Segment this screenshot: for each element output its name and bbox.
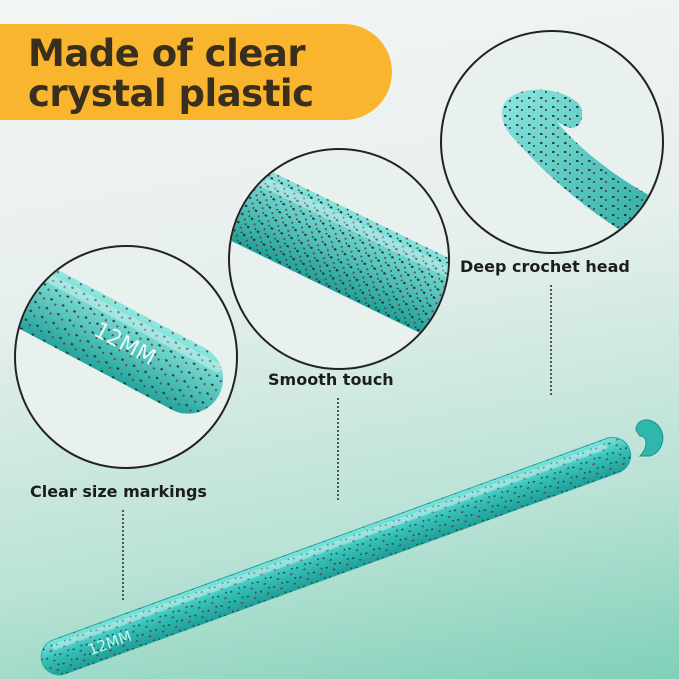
callout-smooth-label: Smooth touch (268, 370, 394, 389)
hook-head-closeup (502, 89, 662, 252)
hook-shaft-closeup (230, 150, 448, 354)
zoom-circle-marking: 12MM (14, 245, 238, 469)
headline-line-2: crystal plastic (28, 72, 314, 115)
zoom-circle-shaft (228, 148, 450, 370)
headline-banner: Made of clear crystal plastic (0, 24, 392, 120)
callout-smooth-leader (337, 398, 339, 500)
zoom-circle-head (440, 30, 664, 254)
headline-line-1: Made of clear (28, 32, 306, 75)
callout-head-leader (550, 285, 552, 395)
callout-head-label: Deep crochet head (460, 257, 630, 276)
callout-markings-leader (122, 510, 124, 600)
callout-markings-label: Clear size markings (30, 482, 207, 501)
hook-end-closeup: 12MM (16, 247, 224, 414)
